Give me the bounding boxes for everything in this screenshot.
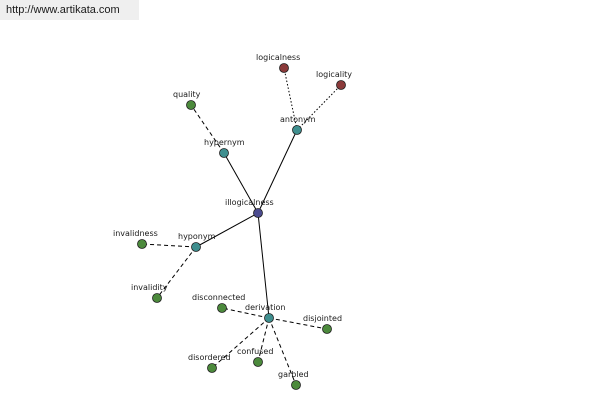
edge-illogicalness-hyponym [195,212,259,248]
edge-hypernym-quality [190,104,225,154]
node-invalidity[interactable] [152,293,162,303]
edge-derivation-disordered [211,317,270,369]
node-label-disjointed[interactable]: disjointed [303,314,342,323]
node-label-hyponym[interactable]: hyponym [178,232,216,241]
node-label-disordered[interactable]: disordered [188,353,231,362]
node-label-logicalness[interactable]: logicalness [256,53,300,62]
edge-hyponym-invalidity [156,246,197,299]
node-disconnected[interactable] [217,303,227,313]
node-invalidness[interactable] [137,239,147,249]
node-label-quality[interactable]: quality [173,90,201,99]
node-illogicalness[interactable] [253,208,263,218]
source-url-banner[interactable]: http://www.artikata.com [0,0,139,20]
node-label-logicality[interactable]: logicality [316,70,352,79]
edge-antonym-logicalness [283,67,298,131]
edge-illogicalness-antonym [257,129,298,214]
edge-illogicalness-derivation [257,212,270,319]
graph-labels: illogicalness hypernym antonym hyponym deriv… [113,53,352,379]
edge-derivation-garbled [268,317,297,386]
node-label-disconnected[interactable]: disconnected [192,293,245,302]
node-confused[interactable] [253,357,263,367]
node-hypernym[interactable] [219,148,229,158]
graph-edges [141,67,342,386]
node-antonym[interactable] [292,125,302,135]
node-derivation[interactable] [264,313,274,323]
edge-hyponym-invalidness [141,243,197,248]
node-logicality[interactable] [336,80,346,90]
edge-derivation-disjointed [268,317,328,330]
node-label-derivation[interactable]: derivation [245,303,285,312]
node-label-invalidness[interactable]: invalidness [113,229,158,238]
node-disordered[interactable] [207,363,217,373]
node-label-illogicalness[interactable]: illogicalness [225,198,274,207]
node-logicalness[interactable] [279,63,289,73]
node-label-invalidity[interactable]: invalidity [131,283,168,292]
node-disjointed[interactable] [322,324,332,334]
node-quality[interactable] [186,100,196,110]
node-hyponym[interactable] [191,242,201,252]
node-garbled[interactable] [291,380,301,390]
node-label-garbled[interactable]: garbled [278,370,309,379]
edge-illogicalness-hypernym [223,152,259,214]
edge-derivation-disconnected [221,307,270,319]
graph-nodes [137,63,346,390]
node-label-hypernym[interactable]: hypernym [204,138,245,147]
node-label-antonym[interactable]: antonym [280,115,316,124]
node-label-confused[interactable]: confused [237,347,273,356]
edge-derivation-confused [257,317,270,363]
